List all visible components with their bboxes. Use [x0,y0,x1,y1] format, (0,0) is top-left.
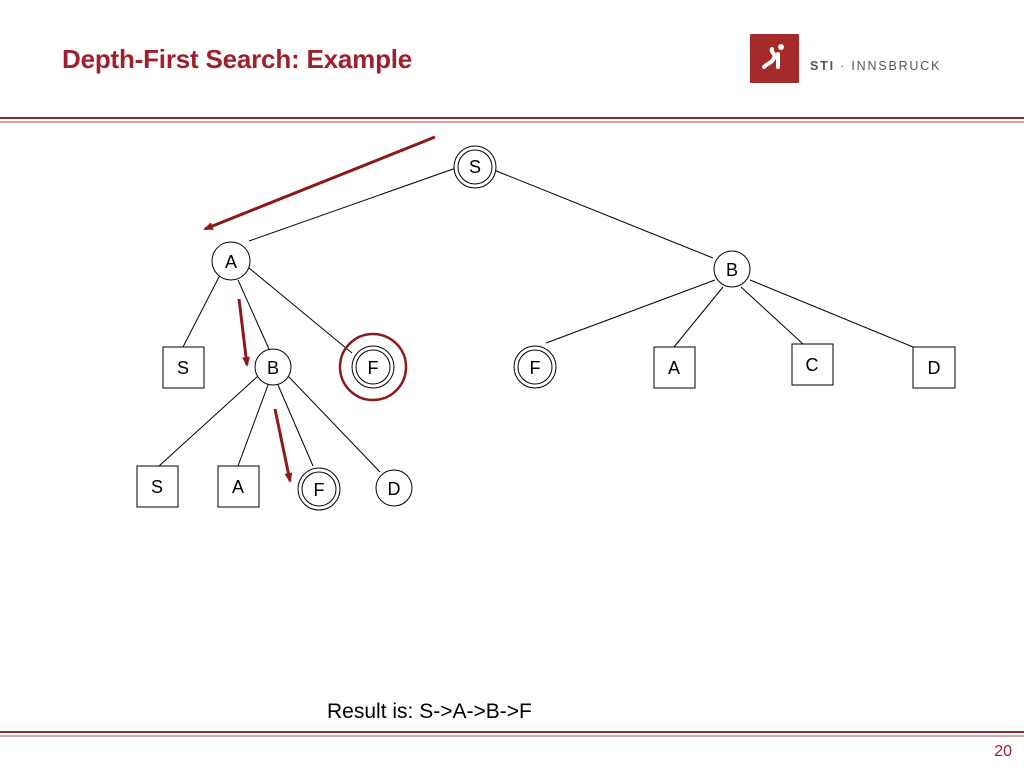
arrow-a-to-b [237,298,251,367]
node-a-b-s: S [136,465,179,508]
edge-b-d [749,279,914,348]
node-a-b-a: A [217,465,260,508]
edge-ab-s [158,375,259,467]
edge-b-f [545,279,716,344]
logo-separator: · [840,59,847,73]
edge-a-s [182,274,221,348]
edge-s-a [248,167,457,242]
edge-b-c [740,286,804,345]
node-a-f-label: F [368,358,379,378]
node-b: B [713,250,751,288]
goal-highlight-ring [338,332,408,402]
logo-city: INNSBRUCK [851,59,942,73]
header-rule [0,117,1024,119]
edge-a-b [237,279,270,350]
header-rule-light [0,121,1024,123]
edge-b-a [673,286,724,348]
node-s-root: S [453,145,497,189]
footer-rule-light [0,735,1024,737]
node-a-b: B [254,348,292,386]
edge-s-b [493,169,714,259]
node-a-f-goal: F [338,332,408,402]
node-b-label: B [726,260,738,280]
node-b-d-label: D [928,358,941,378]
node-a-label: A [225,252,237,272]
node-b-c-label: C [806,355,819,375]
result-text: Result is: S->A->B->F [327,700,532,723]
node-a-b-label: B [267,358,279,378]
logo-text: STI · INNSBRUCK [810,59,941,73]
edge-a-f [248,267,353,354]
node-a-b-f-label: F [314,480,325,500]
node-a-b-a-label: A [232,477,244,497]
node-b-f-label: F [530,358,541,378]
sti-glyph-icon [762,44,784,69]
sti-logo-mark-icon [750,34,799,83]
node-a-b-s-label: S [151,477,163,497]
arrow-b-to-f [273,408,293,483]
footer-rule [0,731,1024,733]
node-b-a: A [653,346,696,389]
edge-ab-f [277,384,314,467]
node-a-s-label: S [177,358,189,378]
node-a-b-d-label: D [388,479,401,499]
node-a-b-f-goal: F [297,467,341,511]
node-a: A [211,241,251,281]
page-number: 20 [994,743,1012,760]
node-b-a-label: A [668,358,680,378]
arrow-s-to-a [203,135,436,231]
edge-ab-d [287,375,381,473]
edge-ab-a [237,384,269,467]
node-b-d: D [912,346,956,389]
sti-innsbruck-logo: STI · INNSBRUCK [750,34,950,84]
logo-name: STI [810,59,835,73]
node-b-c: C [791,343,834,386]
slide-title: Depth-First Search: Example [62,44,413,74]
tree-edges [158,167,914,473]
node-a-b-d: D [375,469,413,507]
node-s-root-label: S [469,157,481,177]
traversal-arrows [203,135,436,483]
node-b-f-goal: F [513,345,557,389]
node-a-s: S [162,346,205,389]
